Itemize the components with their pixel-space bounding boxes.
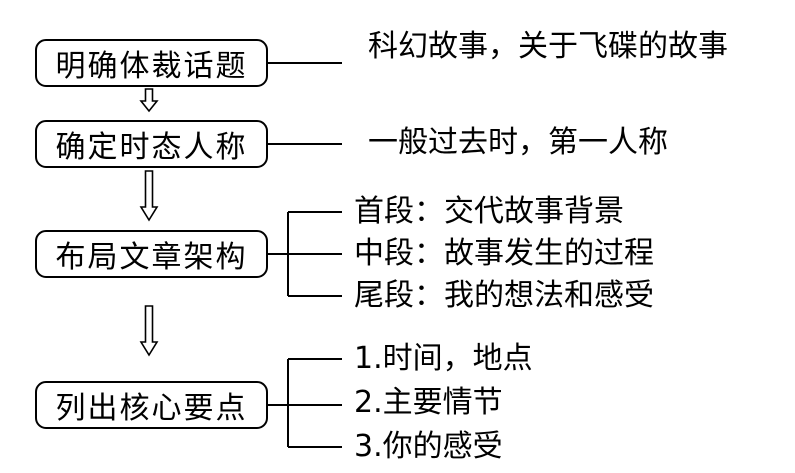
down-arrow-icon	[139, 305, 159, 357]
step-box-key-points: 列出核心要点	[35, 381, 268, 429]
step-box-genre-topic: 明确体裁话题	[35, 39, 268, 87]
step-detail: 中段：故事发生的过程	[354, 236, 654, 271]
step-title: 列出核心要点	[55, 391, 248, 426]
step-detail: 一般过去时，第一人称	[368, 125, 668, 160]
down-arrow-icon	[139, 170, 159, 222]
step-detail: 尾段：我的想法和感受	[354, 278, 654, 313]
step-box-tense-person: 确定时态人称	[35, 120, 268, 168]
step-detail: 3.你的感受	[354, 429, 503, 464]
step-title: 确定时态人称	[55, 130, 248, 165]
step-box-structure: 布局文章架构	[35, 230, 268, 278]
step-title: 明确体裁话题	[55, 49, 248, 84]
step-title: 布局文章架构	[55, 240, 248, 275]
step-detail: 科幻故事，关于飞碟的故事	[368, 29, 728, 64]
step-detail: 2.主要情节	[354, 385, 503, 420]
step-detail: 首段：交代故事背景	[354, 194, 624, 229]
step-detail: 1.时间，地点	[354, 341, 533, 376]
down-arrow-icon	[139, 88, 159, 113]
